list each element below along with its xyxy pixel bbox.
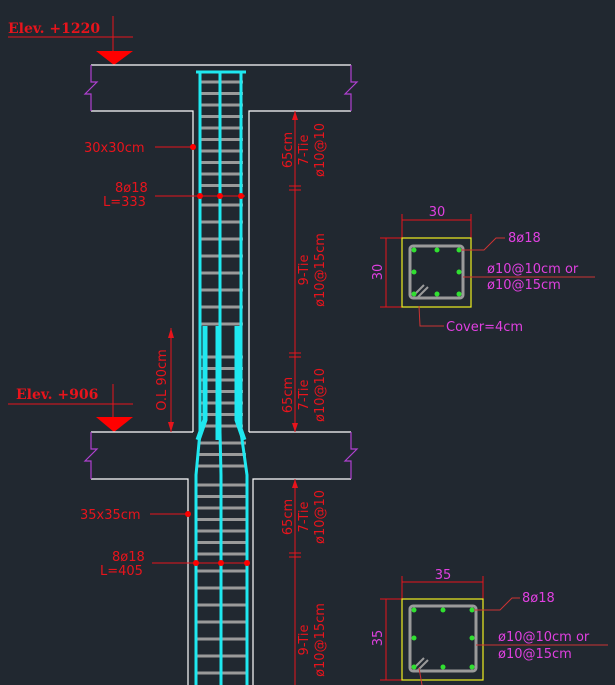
level-triangle-icon (96, 51, 133, 65)
overlap-label: O.L 90cm (155, 349, 170, 411)
bar-dots (411, 247, 462, 297)
section-ties-label-2: ø10@15cm (498, 647, 572, 662)
break-line-icon (343, 65, 359, 111)
elevation-marker-upper: Elev. +1220 (8, 16, 133, 65)
tie-spacing-label: ø10@10 (313, 368, 328, 422)
tie-spacing-label: ø10@15cm (313, 603, 328, 677)
section-ties-label-2: ø10@15cm (487, 278, 561, 293)
bar-dots (411, 607, 475, 670)
longitudinal-rebars (194, 70, 249, 685)
tie-spacing-label: ø10@10 (313, 490, 328, 544)
lower-rebar-callout: 8ø18 L=405 (100, 550, 250, 579)
zone-length-label: 65cm (281, 132, 296, 168)
rebar-length-label: L=405 (100, 564, 143, 579)
elevation-marker-lower: Elev. +906 (8, 384, 133, 432)
section-rebar-label: 8ø18 (508, 231, 541, 246)
elevation-label-upper: Elev. +1220 (8, 21, 100, 37)
break-line-icon (83, 432, 99, 479)
rebar-length-label: L=333 (103, 195, 146, 210)
stirrup (408, 604, 478, 673)
upper-column-size-callout: 30x30cm (84, 141, 196, 156)
section-outline (401, 598, 484, 681)
concrete-outline (83, 64, 359, 685)
section-width-label: 30 (429, 205, 446, 220)
tie-count-label: 7-Tie (297, 380, 312, 411)
zone-length-label: 65cm (281, 377, 296, 413)
section-outline (401, 237, 472, 308)
tie-count-label: 7-Tie (297, 502, 312, 533)
level-triangle-icon (96, 417, 133, 432)
section-height-label: 30 (371, 264, 386, 281)
section-ties-label-1: ø10@10cm or (487, 262, 579, 277)
section-35x35: 35 35 8ø18 ø10@10cm or ø10@15cm (371, 568, 608, 685)
column-size-label: 30x30cm (84, 141, 145, 156)
section-30x30: 30 30 8ø18 ø10@10cm or ø10@15cm Cover=4c… (371, 205, 595, 335)
break-line-icon (83, 65, 99, 111)
lower-tie-dimension: 65cm 7-Tie ø10@10 9-Tie ø10@15cm (281, 479, 328, 685)
tie-spacing-label: ø10@10 (313, 123, 328, 177)
section-width-label: 35 (435, 568, 452, 583)
break-line-icon (343, 432, 359, 479)
stirrup (408, 244, 465, 300)
upper-rebar-callout: 8ø18 L=333 (103, 181, 245, 210)
rebar-label: 8ø18 (115, 181, 148, 196)
lower-column-size-callout: 35x35cm (80, 508, 191, 523)
section-ties-label-1: ø10@10cm or (498, 630, 590, 645)
rebar-label: 8ø18 (112, 550, 145, 565)
tie-count-label: 9-Tie (297, 625, 312, 656)
column-size-label: 35x35cm (80, 508, 141, 523)
tie-spacing-label: ø10@15cm (313, 233, 328, 307)
elevation-label-lower: Elev. +906 (16, 387, 98, 403)
tie-count-label: 9-Tie (297, 255, 312, 286)
section-rebar-label: 8ø18 (522, 591, 555, 606)
tie-count-label: 7-Tie (297, 135, 312, 166)
section-cover-label: Cover=4cm (446, 320, 523, 335)
zone-length-label: 65cm (281, 499, 296, 535)
section-height-label: 35 (371, 630, 386, 647)
upper-tie-dimension: 65cm 7-Tie ø10@10 9-Tie ø10@15cm 65cm 7-… (281, 111, 328, 432)
overlap-dimension: O.L 90cm (155, 328, 174, 432)
